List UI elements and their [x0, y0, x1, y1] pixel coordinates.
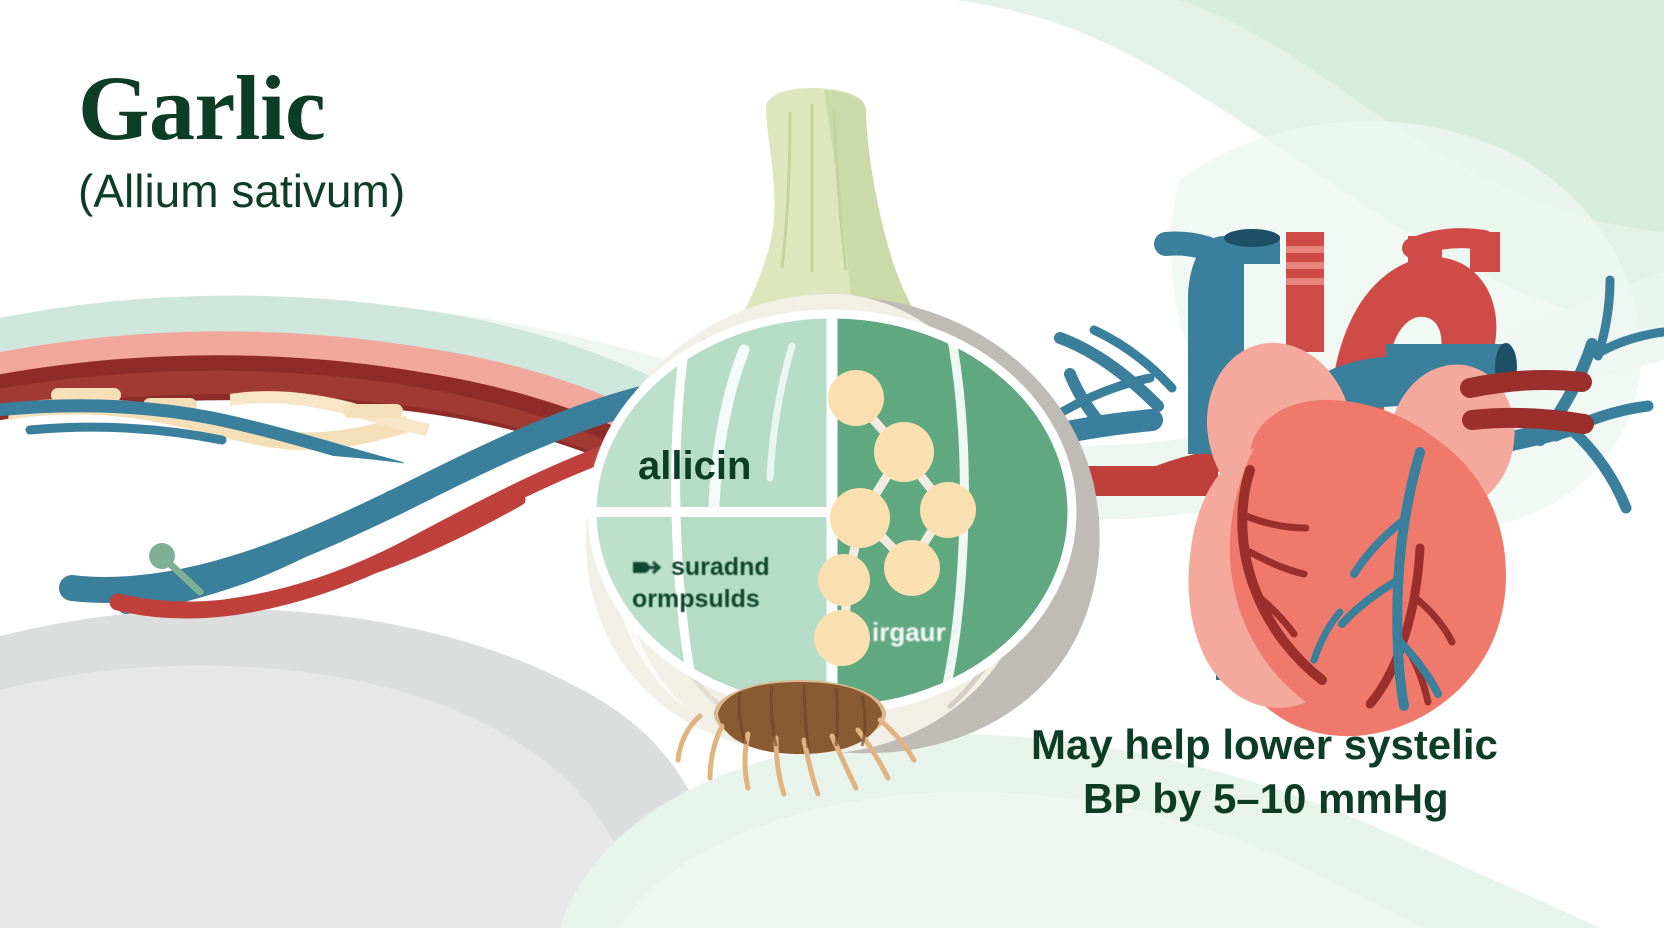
molecule-nodes [814, 370, 976, 666]
plaque-dash-3 [343, 404, 403, 418]
molecule-node [884, 540, 940, 596]
molecule-node [920, 482, 976, 538]
heart-vessel-left-arm [1057, 373, 1155, 417]
bulb-stem-lines [780, 104, 848, 272]
coronary-right-branch-1 [1414, 596, 1456, 646]
molecule-node [818, 554, 870, 606]
vessel-inner-teal-2 [25, 422, 227, 445]
molecule-pseudo-label: irgaur [872, 617, 946, 647]
coronary-artery-main [1237, 465, 1327, 685]
subclavian-stub [1470, 232, 1500, 272]
arteriole-branch [109, 445, 613, 619]
heart-vessel-left-teal-2 [1089, 325, 1177, 393]
sulfur-compounds-caption: suradnd ormpsulds [632, 551, 782, 615]
svc-branch-left [1154, 231, 1238, 268]
bulb-root-lines [737, 683, 867, 749]
plaque-dash-1 [51, 388, 121, 402]
bulb-root-core [718, 682, 882, 754]
cardiac-vein-main [1392, 447, 1425, 711]
svc-opening [1224, 229, 1280, 247]
page-title: Garlic [78, 57, 326, 159]
allicin-label: allicin [638, 444, 752, 488]
garlic-bulb-illustration [585, 88, 1100, 797]
heart-vein-right-br3 [1566, 424, 1632, 514]
molecule-node [828, 370, 884, 426]
coronary-branch-1 [1242, 512, 1310, 532]
right-atrium-vessel-1 [1460, 370, 1592, 398]
arteriole-branch-2 [350, 494, 526, 580]
gray-wave-bottom-left-hi [0, 665, 640, 928]
bulb-root-fibers [675, 713, 917, 797]
left-ventricle-lobe [1188, 448, 1306, 708]
heart-vein-right-br4 [1595, 327, 1664, 357]
arrow-bullet-icon [633, 560, 662, 574]
heart-vein-right-br1 [1534, 338, 1598, 446]
pseudo-text-row-1: suradnd [632, 551, 782, 583]
heart-vein-right-br5 [1593, 275, 1615, 361]
cardiac-vein-branch-4 [1394, 636, 1442, 698]
pseudo-text-line-1: suradnd [671, 553, 770, 581]
anatomical-heart-illustration [1000, 228, 1664, 737]
scientific-name-subtitle: (Allium sativum) [78, 165, 406, 217]
plaque-streak-2 [230, 391, 430, 436]
blood-vessel-cross-section [0, 295, 674, 619]
vessel-lumen-highlight [0, 370, 622, 462]
caption-line-2: BP by 5–10 mmHg [1083, 774, 1449, 822]
bulb-gloss-1 [708, 344, 750, 512]
right-atrium-vessel-2 [1462, 407, 1594, 434]
heart-vein-left-fork [1064, 368, 1110, 434]
coronary-branch-3 [1254, 592, 1298, 638]
benefit-caption: May help lower systelic BP by 5–10 mmHg [1031, 718, 1551, 826]
heart-vein-right-br2 [1550, 400, 1654, 442]
bulb-gloss-2 [766, 342, 796, 482]
caption-line-1: May help lower systelic [1031, 721, 1498, 768]
aorta-stripes [1286, 246, 1324, 285]
molecule-node [830, 488, 890, 548]
marker-node [149, 543, 175, 569]
cardiac-vein-branch-1 [1350, 516, 1408, 578]
heart-vessel-left-teal [1054, 332, 1164, 412]
vessel-inner-teal-1 [0, 399, 407, 475]
molecule-node [814, 610, 870, 666]
allicin-molecule-diagram [814, 370, 976, 666]
pseudo-text-line-2: ormpsulds [632, 585, 760, 613]
cardiac-vein-branch-3 [1310, 608, 1344, 664]
molecule-node [874, 422, 934, 482]
marker-stalk [164, 558, 204, 596]
bulb-stem-shade [824, 90, 936, 344]
mint-wave-bottom-2 [620, 792, 1424, 928]
cardiac-vein-branch-2 [1338, 576, 1402, 628]
coronary-branch-2 [1246, 548, 1308, 578]
vein-branch-sub [118, 490, 400, 614]
